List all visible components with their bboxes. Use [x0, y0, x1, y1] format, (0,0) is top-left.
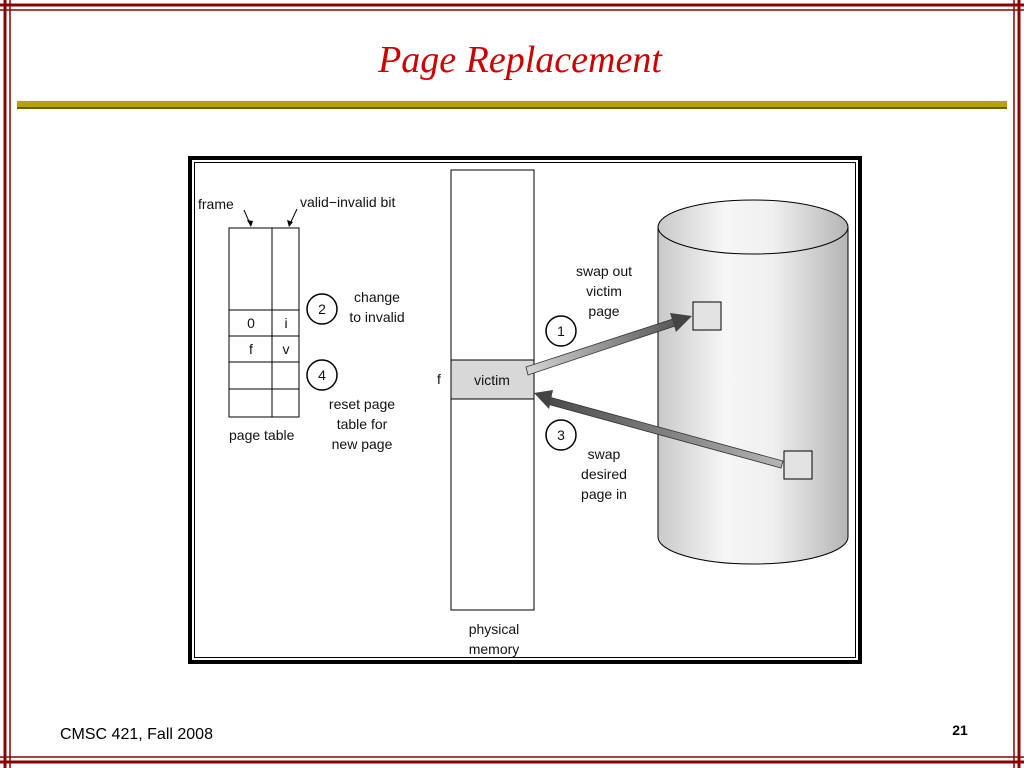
slide-border-left [3, 0, 11, 768]
valid-invalid-bit-label: valid−invalid bit [300, 194, 395, 210]
page-replacement-diagram: frame valid−invalid bit 0 i f v page tab… [198, 169, 849, 657]
slide-border-bottom [0, 756, 1024, 764]
figure-inner-border [194, 162, 856, 658]
step-4-label-line: table for [337, 416, 388, 432]
title-rule [17, 101, 1007, 109]
desired-page-on-disk [783, 450, 813, 480]
step-4-label-line: new page [332, 436, 393, 452]
backing-store-disk [657, 199, 849, 565]
step-1-number: 1 [557, 323, 565, 339]
page-number: 21 [952, 722, 968, 738]
step-2-number: 2 [318, 301, 326, 317]
step-3: 3 swap desired page in [545, 419, 627, 502]
slide-border-right [1013, 0, 1021, 768]
step-4-number: 4 [318, 367, 326, 383]
swap-out-arrow [525, 313, 692, 376]
step-3-number: 3 [557, 427, 565, 443]
disk-top [657, 199, 849, 255]
page-table: frame valid−invalid bit 0 i f v page tab… [198, 194, 395, 443]
frame-pointer-arrowhead [247, 220, 253, 227]
physical-memory: victim f physical memory [437, 169, 535, 657]
page-table-outline [228, 227, 300, 418]
physical-memory-caption-line: physical [469, 621, 520, 637]
page-table-frame-cell: 0 [247, 315, 255, 331]
step-1-label-line: page [588, 303, 619, 319]
step-2-circle [306, 293, 338, 325]
page-table-bit-cell: v [283, 341, 290, 357]
step-2: 2 change to invalid [306, 289, 405, 325]
slide-title: Page Replacement [378, 39, 662, 81]
step-1: 1 swap out victim page [545, 263, 632, 347]
step-2-label-line: to invalid [349, 309, 404, 325]
frame-f-label: f [437, 371, 441, 387]
page-table-frame-cell: f [249, 341, 253, 357]
step-3-label-line: swap [588, 446, 621, 462]
step-1-label-line: swap out [576, 263, 632, 279]
page-table-bit-cell: i [284, 315, 287, 331]
step-4: 4 reset page table for new page [306, 359, 395, 452]
step-1-circle [545, 315, 577, 347]
victim-page-on-disk [692, 301, 722, 331]
step-4-circle [306, 359, 338, 391]
swap-in-arrow [534, 390, 784, 469]
swap-in-arrow-head [534, 390, 553, 409]
figure-frame: frame valid−invalid bit 0 i f v page tab… [188, 156, 862, 664]
slide-border-top [0, 3, 1024, 11]
physical-memory-caption-line: memory [469, 641, 520, 657]
step-3-circle [545, 419, 577, 451]
victim-label: victim [474, 372, 510, 388]
victim-frame [450, 359, 535, 400]
step-2-label-line: change [354, 289, 400, 305]
page-table-caption: page table [229, 427, 295, 443]
step-3-label-line: page in [581, 486, 627, 502]
swap-out-arrow-head [670, 313, 692, 332]
disk-body [657, 226, 849, 565]
footer-course-label: CMSC 421, Fall 2008 [60, 726, 213, 743]
frame-column-label: frame [198, 196, 234, 212]
step-1-label-line: victim [586, 283, 622, 299]
step-3-label-line: desired [581, 466, 627, 482]
step-4-label-line: reset page [329, 396, 395, 412]
valid-bit-pointer-arrowhead [287, 220, 293, 227]
